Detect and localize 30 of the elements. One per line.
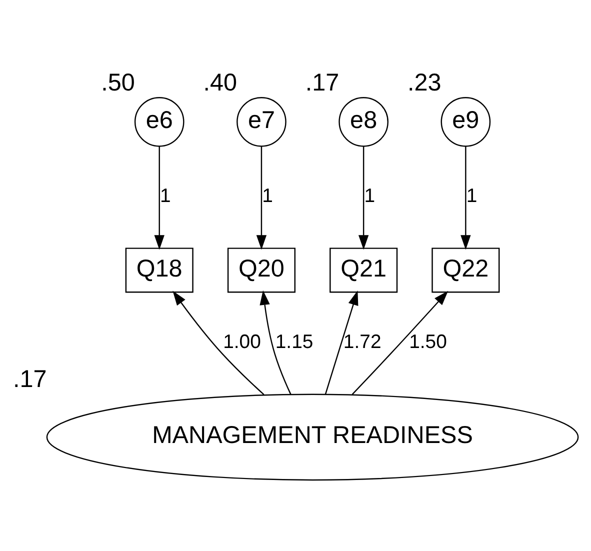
arrow — [352, 290, 448, 395]
node-label: .17 — [13, 366, 47, 393]
node-circle: e9 — [440, 97, 491, 147]
node-label: .23 — [407, 69, 442, 96]
arrow — [358, 146, 369, 250]
node-label: .50 — [101, 69, 135, 96]
node-box: Q20 — [227, 248, 296, 293]
node-circle: e7 — [236, 97, 286, 147]
node-label: .40 — [203, 69, 238, 96]
arrow — [256, 146, 267, 250]
arrow — [324, 290, 358, 394]
edge-label: 1.72 — [343, 330, 382, 353]
edge-label: 1.15 — [275, 330, 314, 353]
node-circle: e6 — [134, 97, 184, 147]
arrow — [460, 146, 471, 250]
arrow — [172, 290, 264, 395]
edge-label: 1 — [364, 184, 376, 207]
node-box: Q18 — [125, 248, 194, 293]
edge-label: 1.00 — [223, 330, 261, 353]
edge-label: 1 — [160, 184, 171, 207]
node-box: Q21 — [330, 248, 398, 293]
edge-label: 1 — [262, 184, 273, 207]
arrow — [260, 290, 292, 395]
node-label: .17 — [305, 69, 340, 96]
edge-label: 1 — [466, 184, 478, 207]
edge-label: 1.50 — [409, 330, 447, 353]
node-circle: e8 — [338, 97, 388, 147]
arrow — [154, 146, 164, 250]
node-box: Q22 — [432, 248, 500, 293]
node-ellipse: MANAGEMENT READINESS — [46, 394, 579, 481]
